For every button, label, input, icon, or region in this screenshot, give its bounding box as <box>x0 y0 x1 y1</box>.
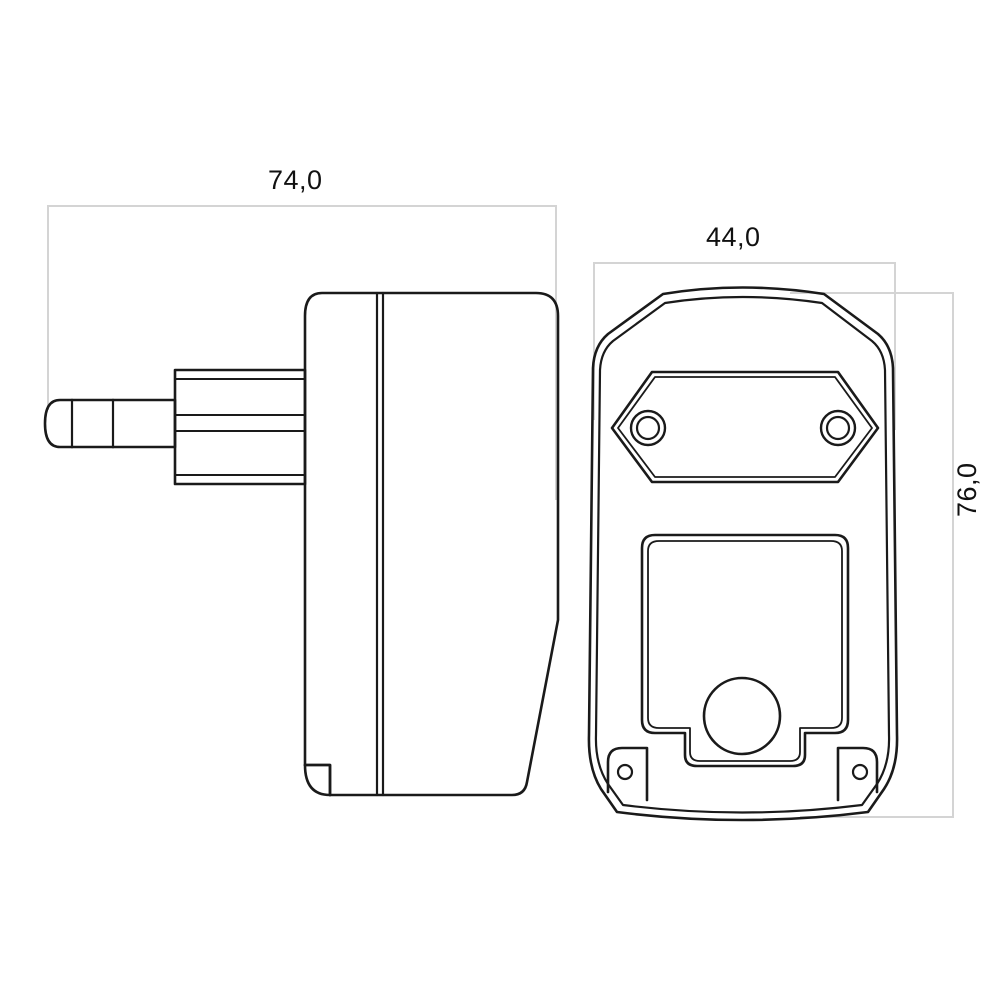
dim-box-width-side <box>593 262 896 430</box>
dim-label-width-front: 74,0 <box>268 165 323 195</box>
side-view-body-outline <box>303 291 560 797</box>
front-view-right-mount-pad <box>836 746 879 802</box>
dim-box-height <box>790 292 954 818</box>
dim-label-width-side: 44,0 <box>706 222 761 252</box>
front-view-outer-shell <box>587 286 899 822</box>
dimension-lines-group <box>47 205 954 818</box>
side-view-plug-base-block <box>173 368 307 486</box>
side-view-bottom-left-corner <box>303 763 332 797</box>
front-view-left-mount-hole <box>616 763 634 781</box>
front-view-socket-recess <box>640 533 850 768</box>
front-view-left-boss-inner <box>635 415 661 441</box>
front-view-right-boss-outer <box>819 409 857 447</box>
front-view-right-mount-hole <box>851 763 869 781</box>
front-view-inner-shell <box>594 295 891 814</box>
dim-box-width-front <box>47 205 557 500</box>
dim-label-height: 76,0 <box>952 462 982 517</box>
front-view-center-circle <box>702 676 782 756</box>
side-view-pin-tip <box>43 398 74 449</box>
side-view-group <box>43 291 560 797</box>
front-view-left-boss-outer <box>629 409 667 447</box>
front-view-hexagonal-plate-inner <box>617 376 873 478</box>
front-view-socket-recess-inner <box>647 540 843 762</box>
side-view-pin-collar <box>111 398 177 449</box>
side-view-pin-shaft <box>70 398 115 449</box>
front-view-hexagonal-plate <box>610 370 880 484</box>
front-view-left-mount-pad <box>606 746 649 802</box>
front-view-group <box>587 286 899 822</box>
front-view-right-boss-inner <box>825 415 851 441</box>
side-view-bottom-notch <box>303 763 332 797</box>
